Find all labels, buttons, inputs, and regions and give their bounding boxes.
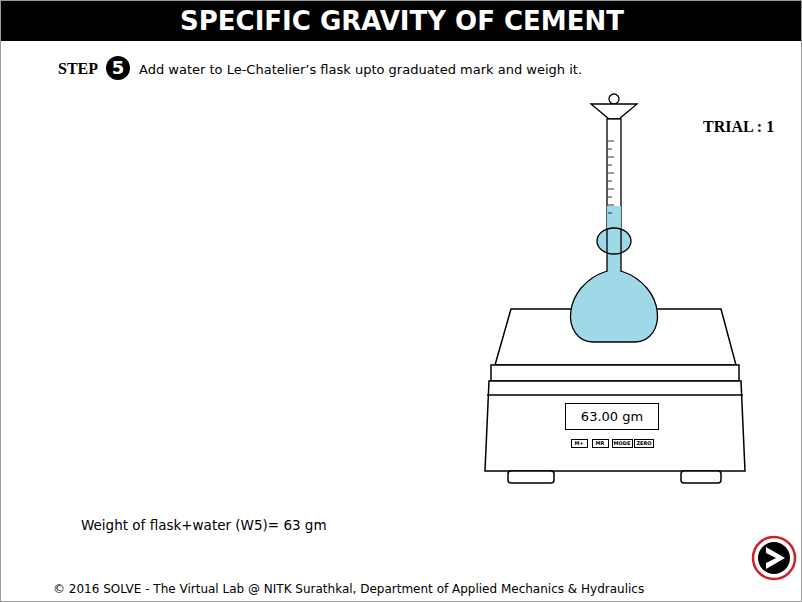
scale-button-text: MODE <box>614 441 631 446</box>
copyright-note: © 2016 SOLVE - The Virtual Lab @ NITK Su… <box>53 582 644 596</box>
scale-button-text: M+ <box>574 441 583 446</box>
step-instruction: Add water to Le-Chatelier’s flask upto g… <box>139 62 582 77</box>
step-number: 5 <box>106 56 130 80</box>
scale-button-text: ZERO <box>636 441 651 446</box>
next-button <box>753 537 795 579</box>
step-label: STEP <box>58 60 98 78</box>
scale-button: ZERO <box>634 439 654 448</box>
trial-label: TRIAL : 1 <box>703 118 774 136</box>
scale-display: 63.00 gm <box>565 403 659 430</box>
step-number-text: 5 <box>112 59 125 77</box>
scale-button: M+ <box>571 439 588 448</box>
title-bar <box>1 1 802 41</box>
scale-button-text: MR <box>596 441 605 446</box>
page-title: SPECIFIC GRAVITY OF CEMENT <box>180 6 624 36</box>
scale-display-text: 63.00 gm <box>581 410 643 423</box>
scale-button: MR <box>592 439 609 448</box>
weight-result: Weight of flask+water (W5)= 63 gm <box>81 517 327 533</box>
le-chatelier-flask <box>571 94 658 342</box>
scale-button: MODE <box>612 439 633 448</box>
